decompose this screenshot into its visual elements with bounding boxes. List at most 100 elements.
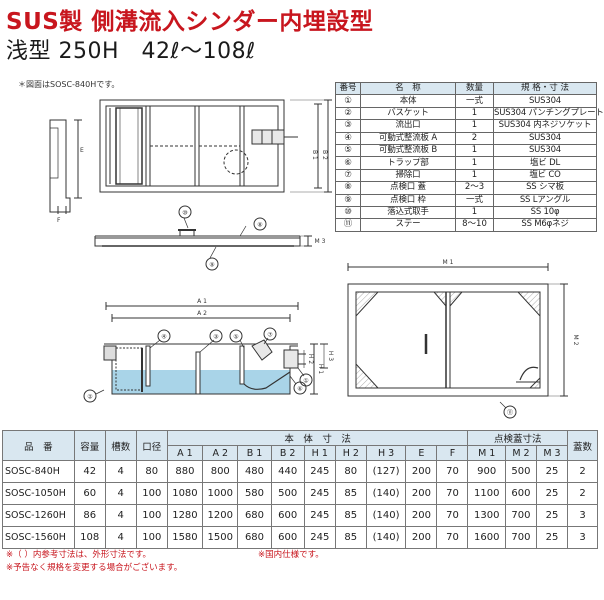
parts-cell-spec: 塩ビ DL	[493, 156, 597, 170]
plan-basket	[115, 107, 143, 185]
dims-cell-model: SOSC-1050H	[2, 482, 75, 505]
dim-label-m1: M 1	[443, 259, 454, 266]
dims-cell-tanks: 4	[104, 482, 137, 505]
parts-cell-name: 可動式整流板 B	[360, 143, 456, 158]
parts-cell-spec: SS 10φ	[493, 205, 597, 220]
plan-outlet-pipe	[251, 129, 285, 145]
lid-hatch-mr	[449, 291, 464, 308]
dims-cell-bore: 100	[135, 482, 168, 505]
dims-cell-lid-count: 3	[567, 504, 598, 527]
dims-cell-m1: 1600	[467, 526, 506, 549]
dims-cell-m3: 25	[535, 504, 569, 527]
parts-cell-spec: SUS304	[493, 94, 597, 108]
dim-label-m3: M 3	[315, 238, 326, 245]
parts-cell-qty: 1	[455, 119, 494, 133]
dims-header-h3: H 3	[365, 445, 407, 461]
callout-6: ⑥	[297, 386, 302, 393]
dims-header-b2: B 2	[270, 445, 305, 461]
dims-cell-e: 200	[405, 504, 438, 527]
section-baffle-4	[145, 345, 151, 387]
dimensions-table: 品 番 容量 槽数 口径 本 体 寸 法 点検蓋寸法 蓋数 A 1 A 2 B …	[2, 430, 598, 549]
parts-cell-qty: 2～3	[455, 181, 494, 195]
page-title: SUS製 側溝流入シンダー内埋設型	[6, 9, 374, 35]
parts-cell-name: 掃除口	[360, 168, 456, 183]
dims-header-bore: 口径	[135, 430, 168, 461]
dims-cell-model: SOSC-1260H	[2, 504, 75, 527]
dims-cell-h2: 80	[334, 460, 367, 483]
dims-cell-bore: 80	[135, 460, 168, 483]
dims-cell-a2: 800	[202, 460, 239, 483]
dims-cell-e: 200	[405, 526, 438, 549]
dims-cell-b1: 680	[237, 526, 272, 549]
callout-4: ④	[161, 334, 166, 341]
dims-cell-m1: 1300	[467, 504, 506, 527]
dim-label-a1: A 1	[197, 298, 207, 305]
parts-header-no: 番号	[335, 81, 361, 96]
dim-label-b1: B 1	[311, 150, 318, 160]
parts-cell-name: 流出口	[360, 119, 456, 133]
parts-table-header: 番号 名 称 数量 規 格・寸 法	[335, 81, 597, 96]
dims-cell-bore: 100	[135, 504, 168, 527]
dim-label-b2: B 2	[321, 150, 328, 160]
parts-cell-qty: 1	[455, 205, 494, 220]
parts-cell-no: ③	[335, 119, 361, 133]
dims-cell-capacity: 42	[73, 460, 106, 483]
dims-header-b1: B 1	[237, 445, 272, 461]
dims-cell-h1: 245	[303, 504, 336, 527]
dims-header-a2: A 2	[202, 445, 239, 461]
parts-header-name: 名 称	[360, 81, 456, 96]
parts-cell-qty: 一式	[455, 193, 494, 207]
parts-cell-no: ②	[335, 106, 361, 121]
parts-cell-name: 点検口 蓋	[360, 181, 456, 195]
dims-header-m3: M 3	[535, 445, 569, 461]
plan-baffle-1	[145, 105, 151, 187]
parts-cell-qty: 2	[455, 131, 494, 145]
parts-cell-name: トラップ部	[360, 156, 456, 170]
dims-cell-h3: (140)	[365, 482, 407, 505]
dims-header-capacity: 容量	[73, 430, 106, 461]
dims-cell-m2: 700	[504, 526, 537, 549]
parts-cell-name: バスケット	[360, 106, 456, 121]
dims-header-h1: H 1	[303, 445, 336, 461]
dims-cell-m1: 1100	[467, 482, 506, 505]
dim-label-h1: H 1	[317, 364, 324, 374]
footnote-reference-dims: ※（ ）内参考寸法は、外形寸法です。	[6, 550, 151, 560]
parts-cell-qty: 8～10	[455, 218, 494, 232]
parts-cell-no: ⑨	[335, 193, 361, 207]
dims-cell-a2: 1000	[202, 482, 239, 505]
dims-cell-h1: 245	[303, 482, 336, 505]
dims-header-tanks: 槽数	[104, 430, 137, 461]
dims-cell-b2: 440	[270, 460, 305, 483]
parts-cell-no: ⑤	[335, 143, 361, 158]
section-trap	[243, 371, 291, 390]
dims-cell-m2: 600	[504, 482, 537, 505]
dims-cell-b1: 480	[237, 460, 272, 483]
parts-cell-name: 可動式整流板 A	[360, 131, 456, 145]
parts-header-spec: 規 格・寸 法	[493, 81, 597, 96]
dims-header-model: 品 番	[2, 430, 75, 461]
parts-cell-no: ④	[335, 131, 361, 145]
parts-cell-spec: SS M6φネジ	[493, 218, 597, 232]
dim-label-e: E	[80, 147, 84, 154]
section-outlet	[283, 349, 299, 369]
dim-label-m2: M 2	[572, 335, 579, 346]
dims-cell-model: SOSC-1560H	[2, 526, 75, 549]
dims-cell-h2: 85	[334, 482, 367, 505]
lid-hatch-tr	[516, 291, 541, 318]
dims-cell-capacity: 86	[73, 504, 106, 527]
dims-cell-tanks: 4	[104, 460, 137, 483]
dims-cell-f: 70	[436, 504, 469, 527]
plan-inner-frame	[105, 105, 279, 187]
dims-cell-b2: 600	[270, 504, 305, 527]
section-baffle-6	[239, 345, 245, 385]
footnote-domestic: ※国内仕様です。	[258, 550, 324, 560]
